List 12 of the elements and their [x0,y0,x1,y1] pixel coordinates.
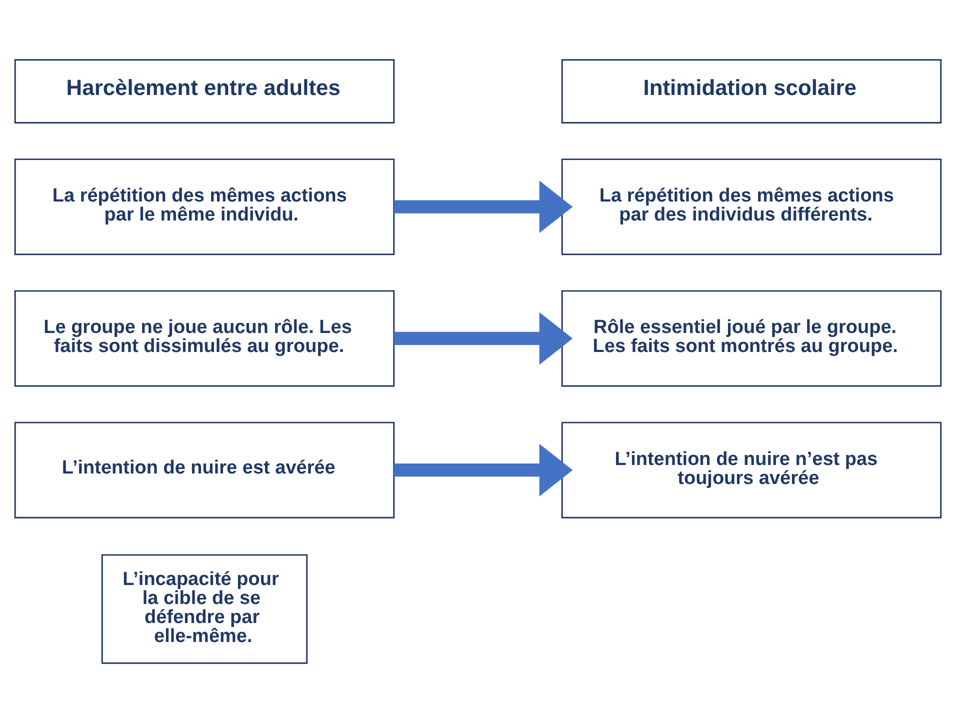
node-box: Le groupe ne joue aucun rôle. Les faits sont dissimulés au groupe. [14,290,394,386]
node-box: La répétition des mêmes actions par des individus différents. [560,158,942,255]
arrow [393,443,572,496]
node-box: L’intention de nuire n’est pas toujours avérée [560,421,942,518]
arrow [393,312,572,364]
node-box: Intimidation scolaire [560,58,942,123]
node-box: Harcèlement entre adultes [14,58,394,123]
arrow [393,180,572,233]
node-box: L’intention de nuire est avérée [14,421,394,518]
node-box: La répétition des mêmes actions par le même individu. [14,158,394,255]
node-box: Rôle essentiel joué par le groupe. Les faits sont montrés au groupe. [560,290,942,386]
node-box: L’incapacité pour la cible de se défendre par elle-même. [100,554,308,664]
